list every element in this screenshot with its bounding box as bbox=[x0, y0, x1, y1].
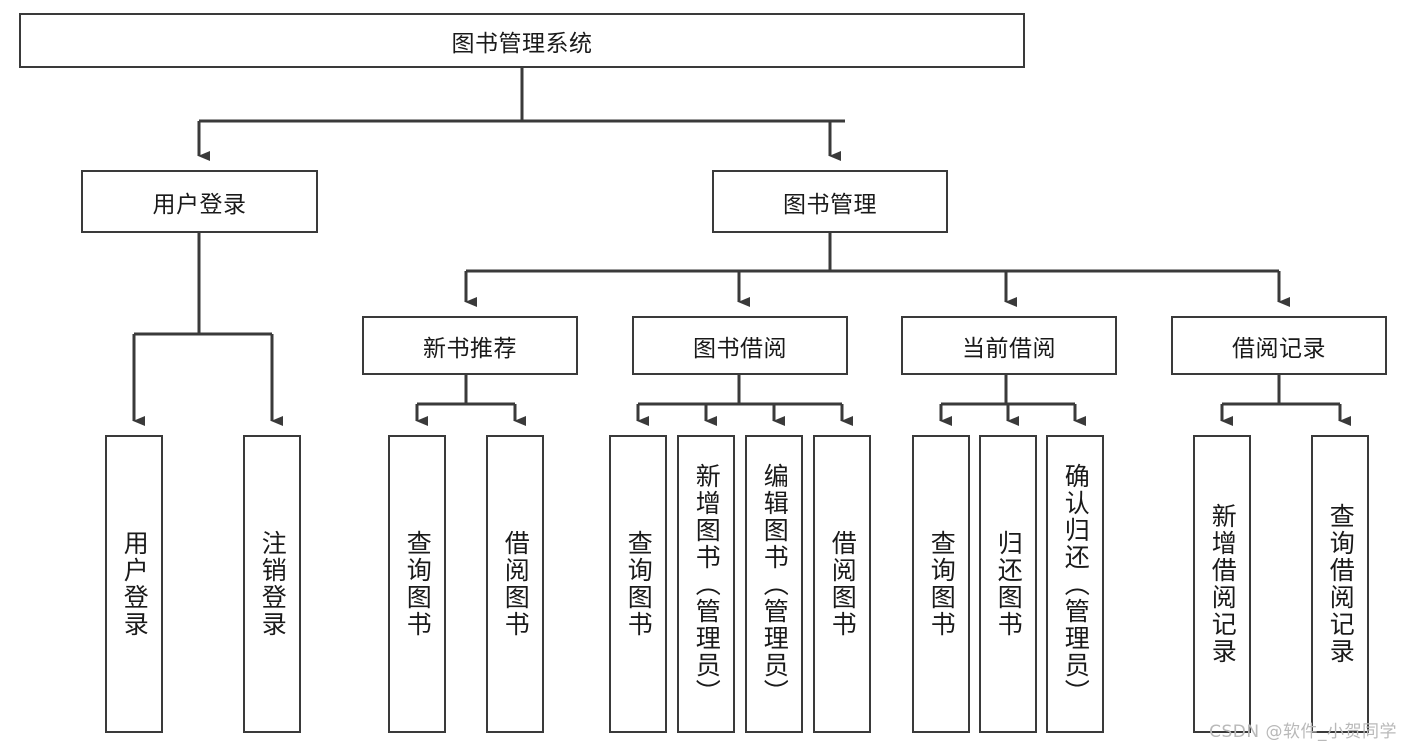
leaf-user-login[interactable]: 用户登录 bbox=[105, 435, 163, 733]
node-borrow-record[interactable]: 借阅记录 bbox=[1171, 316, 1387, 375]
leaf-edit-book[interactable]: 编辑图书（管理员） bbox=[745, 435, 803, 733]
leaf-borrow-book-1[interactable]: 借阅图书 bbox=[486, 435, 544, 733]
leaf-query-record[interactable]: 查询借阅记录 bbox=[1311, 435, 1369, 733]
leaf-query-book-2[interactable]: 查询图书 bbox=[609, 435, 667, 733]
watermark-text: CSDN @软件_小贺同学 bbox=[1209, 722, 1397, 742]
leaf-confirm-return[interactable]: 确认归还（管理员） bbox=[1046, 435, 1104, 733]
leaf-return-book[interactable]: 归还图书 bbox=[979, 435, 1037, 733]
leaf-query-book-3[interactable]: 查询图书 bbox=[912, 435, 970, 733]
leaf-add-book[interactable]: 新增图书（管理员） bbox=[677, 435, 735, 733]
node-root[interactable]: 图书管理系统 bbox=[19, 13, 1025, 68]
node-book-borrow[interactable]: 图书借阅 bbox=[632, 316, 848, 375]
node-new-book-rec[interactable]: 新书推荐 bbox=[362, 316, 578, 375]
leaf-query-book-1[interactable]: 查询图书 bbox=[388, 435, 446, 733]
leaf-logout[interactable]: 注销登录 bbox=[243, 435, 301, 733]
node-book-manage[interactable]: 图书管理 bbox=[712, 170, 948, 233]
node-current-borrow[interactable]: 当前借阅 bbox=[901, 316, 1117, 375]
leaf-add-record[interactable]: 新增借阅记录 bbox=[1193, 435, 1251, 733]
leaf-borrow-book-2[interactable]: 借阅图书 bbox=[813, 435, 871, 733]
node-user-login[interactable]: 用户登录 bbox=[81, 170, 318, 233]
